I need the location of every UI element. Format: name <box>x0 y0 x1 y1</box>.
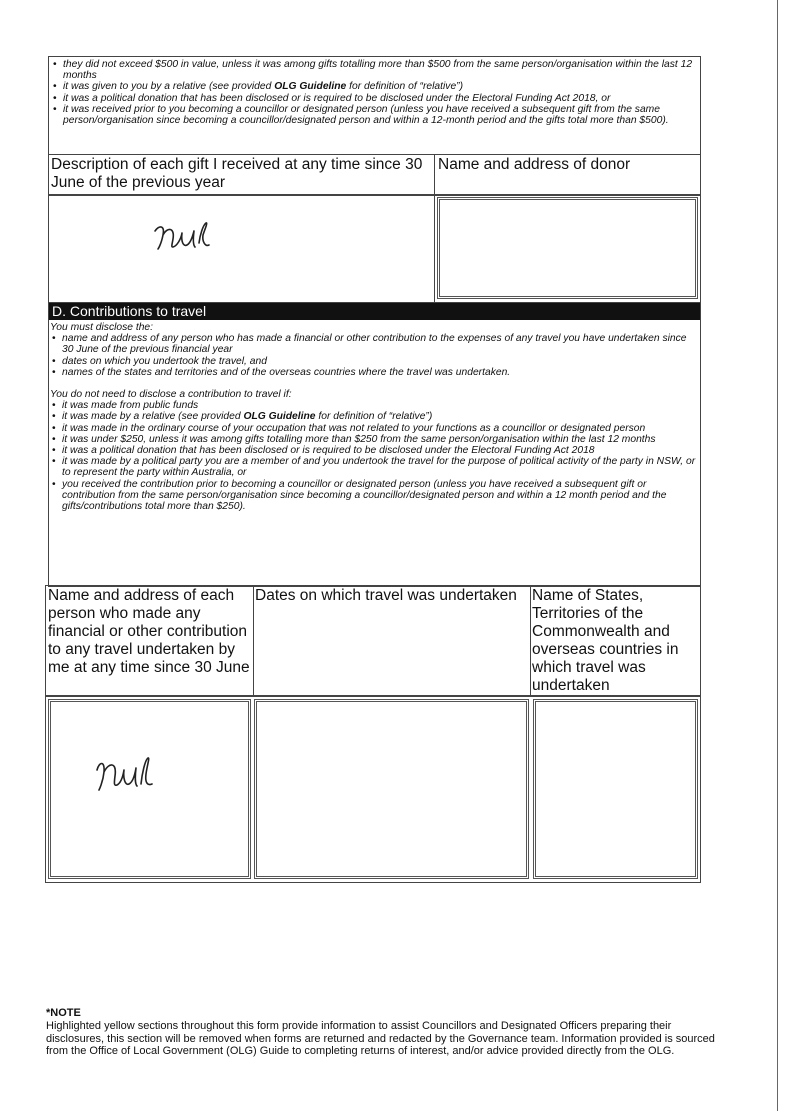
guideline-reference: OLG Guideline <box>243 411 316 423</box>
footnote: *NOTE Highlighted yellow sections throug… <box>46 1007 726 1058</box>
travel-locations-cell[interactable] <box>533 699 698 879</box>
note-body: Highlighted yellow sections throughout t… <box>46 1020 715 1058</box>
list-item-text: you received the contribution prior to b… <box>62 478 667 513</box>
list-item: it was made by a relative (see provided … <box>50 411 696 422</box>
list-item-text: it was a political donation that has bee… <box>62 445 595 457</box>
list-item-text: it was a political donation that has bee… <box>63 92 611 104</box>
need-not-disclose-list: it was made from public fundsit was made… <box>50 400 696 512</box>
list-item-text: it was made by a political party you are… <box>62 456 696 479</box>
contributor-cell[interactable]: nil <box>48 699 251 879</box>
contributor-handwritten-value <box>96 757 153 791</box>
contributor-header: Name and address of each person who made… <box>48 587 250 676</box>
travel-locations-header: Name of States, Territories of the Commo… <box>532 587 679 694</box>
list-item: it was given to you by a relative (see p… <box>51 81 696 92</box>
list-item: dates on which you undertook the travel,… <box>50 356 696 367</box>
list-item-text: it was made from public funds <box>62 400 199 412</box>
list-item: it was a political donation that has bee… <box>50 445 696 456</box>
gifts-conditions-box: they did not exceed $500 in value, unles… <box>48 56 701 155</box>
gift-description-cell[interactable]: nil <box>49 195 434 303</box>
section-d-box: D. Contributions to travel You must disc… <box>48 302 701 587</box>
list-item: it was a political donation that has bee… <box>51 93 696 104</box>
list-item: it was received prior to you becoming a … <box>51 104 696 126</box>
gift-description-handwritten-value <box>154 222 210 250</box>
list-item-text: it was made in the ordinary course of yo… <box>62 422 646 434</box>
list-item: they did not exceed $500 in value, unles… <box>51 59 696 81</box>
list-item: it was made from public funds <box>50 400 696 411</box>
list-item-text: names of the states and territories and … <box>62 366 511 378</box>
guideline-reference: OLG Guideline <box>274 81 347 93</box>
scan-edge-line <box>777 0 778 1111</box>
list-item-text: dates on which you undertook the travel,… <box>62 355 267 367</box>
list-item-text: it was received prior to you becoming a … <box>63 103 669 127</box>
list-item: you received the contribution prior to b… <box>50 479 696 513</box>
list-item-text: it was under $250, unless it was among g… <box>62 433 656 445</box>
donor-header: Name and address of donor <box>438 156 631 173</box>
gifts-table-header: Description of each gift I received at a… <box>48 154 701 196</box>
list-item-text: for definition of “relative”) <box>315 411 433 423</box>
note-title: *NOTE <box>46 1007 81 1019</box>
travel-dates-cell[interactable] <box>254 699 529 879</box>
list-item-text: for definition of “relative”) <box>346 81 464 93</box>
list-item: it was under $250, unless it was among g… <box>50 434 696 445</box>
list-item-text: it was made by a relative (see provided <box>62 411 244 423</box>
must-disclose-intro: You must disclose the: <box>50 322 154 333</box>
list-item-text: name and address of any person who has m… <box>62 333 687 356</box>
section-d-title: D. Contributions to travel <box>49 303 700 320</box>
travel-table-entry-row: nil <box>45 695 701 883</box>
must-disclose-list: name and address of any person who has m… <box>50 333 696 378</box>
travel-table-header: Name and address of each person who made… <box>45 585 701 697</box>
gifts-conditions-list: they did not exceed $500 in value, unles… <box>51 59 696 126</box>
list-item-text: they did not exceed $500 in value, unles… <box>63 59 693 82</box>
need-not-disclose-intro: You do not need to disclose a contributi… <box>50 389 292 401</box>
list-item: names of the states and territories and … <box>50 367 696 378</box>
gift-description-header: Description of each gift I received at a… <box>51 156 423 191</box>
donor-cell[interactable] <box>437 197 698 299</box>
list-item: name and address of any person who has m… <box>50 333 696 355</box>
gifts-table-entry-row: nil <box>48 194 701 304</box>
list-item-text: it was given to you by a relative (see p… <box>63 81 275 93</box>
list-item: it was made in the ordinary course of yo… <box>50 423 696 434</box>
list-item: it was made by a political party you are… <box>50 456 696 478</box>
travel-dates-header: Dates on which travel was undertaken <box>255 587 517 604</box>
